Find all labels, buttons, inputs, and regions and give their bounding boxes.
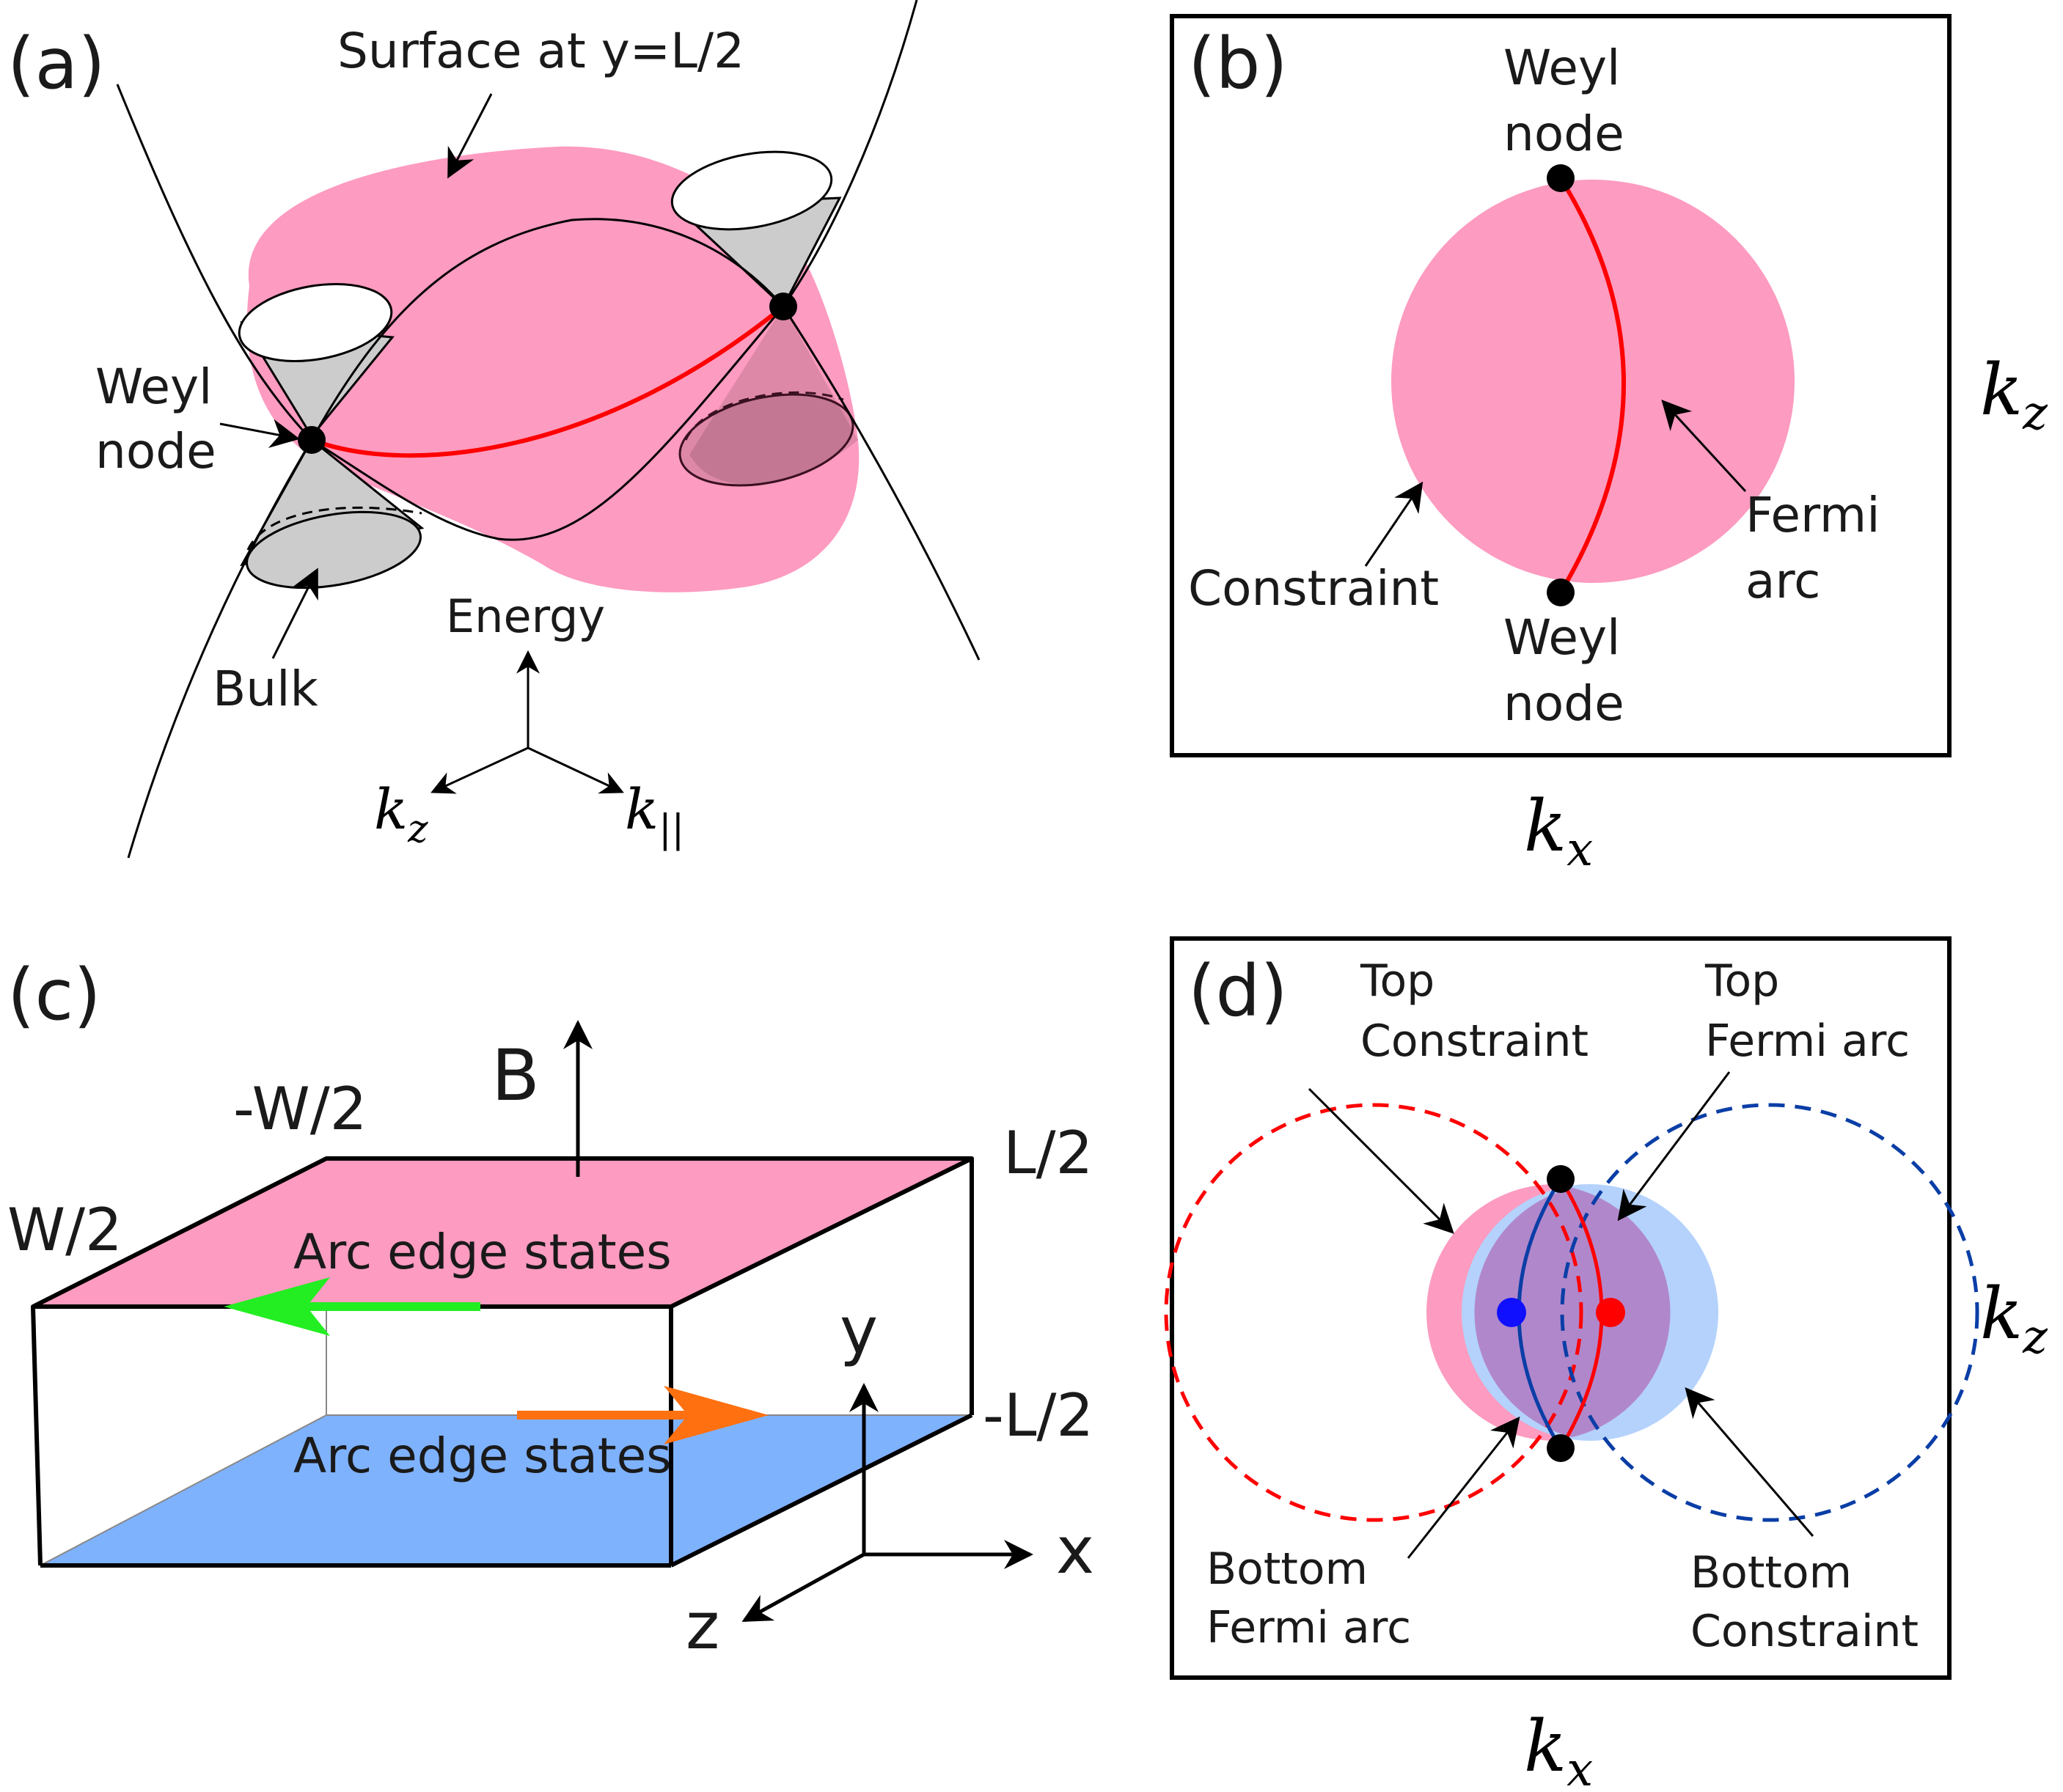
bulk-arrow [271, 568, 318, 659]
weyl-node-bottom-d [1547, 1434, 1575, 1462]
top-constraint-label-2: Constraint [1360, 1016, 1589, 1067]
fermi-arc-arrow-b [1661, 400, 1747, 493]
cone-upper-left [238, 282, 395, 438]
surface-curve-upper [310, 218, 785, 441]
top-dashed-circle [1164, 1103, 1583, 1522]
bottom-face [40, 1415, 972, 1565]
cone-lower-left [240, 438, 425, 590]
fermi-arc-a [310, 304, 785, 458]
bottom-arc-states-label: Arc edge states [293, 1428, 672, 1484]
weyl-node-left [298, 426, 326, 454]
orange-arrow-head [664, 1386, 769, 1444]
surface-label: Surface at y=L/2 [337, 23, 744, 79]
weyl-node-top-b [1547, 164, 1575, 192]
front-left-edge [31, 1306, 43, 1566]
weyl-node-bottom-b [1547, 579, 1575, 606]
kz-axis-label-b: kz [1980, 349, 2048, 441]
green-arrow-head [224, 1277, 330, 1336]
weyl-node-top-d [1547, 1165, 1575, 1193]
energy-axis-label: Energy [446, 590, 605, 643]
weyl-node-label-a1: Weyl [95, 359, 212, 415]
constraint-arrow-b [1364, 481, 1423, 567]
kpar-axis-a [527, 746, 624, 794]
overlap-lens [1474, 1188, 1671, 1437]
b-field-label: B [491, 1035, 540, 1117]
weyl-node-label-a2: node [95, 423, 216, 480]
bottom-constraint-label-2: Constraint [1690, 1606, 1919, 1657]
constraint-disk-b [1391, 180, 1795, 583]
bottom-constraint-arrow [1685, 1387, 1814, 1537]
kz-axis-a [430, 746, 529, 794]
panel-c: (c) B -W/2 W/2 L/2 -L/2 Arc edge states … [7, 954, 1094, 1664]
weyl-node-bottom-label-1: Weyl [1503, 609, 1620, 666]
kz-axis-label-d: kz [1980, 1273, 2048, 1365]
top-arc-arrow [1617, 1071, 1731, 1222]
panel-a: (a) Surfac [7, 0, 981, 859]
top-arc-states-label: Arc edge states [293, 1224, 672, 1280]
right-bottom-edge [670, 1413, 973, 1568]
weyl-node-top-label-1: Weyl [1503, 40, 1620, 96]
panel-d-label: (d) [1188, 950, 1288, 1032]
surface-arrow [447, 93, 493, 179]
top-arc-label-2: Fermi arc [1705, 1016, 1910, 1067]
kx-axis-label-b: kx [1524, 785, 1593, 877]
bottom-arc-label-2: Fermi arc [1206, 1602, 1411, 1653]
weyl-node-arrow [219, 419, 300, 448]
panel-b: (b) Weyl node Weyl node Constraint Fermi… [1170, 14, 2048, 877]
panel-b-label: (b) [1188, 23, 1288, 105]
corner-plus-l: L/2 [1003, 1119, 1093, 1187]
corner-minus-w: -W/2 [233, 1075, 367, 1143]
y-axis-label-c: y [840, 1293, 878, 1368]
panel-d: (d) Top Constraint Top Fermi arc Bottom … [1164, 936, 2048, 1792]
z-axis-label-c: z [686, 1588, 719, 1664]
fermi-arc-label-b2: arc [1745, 553, 1820, 609]
top-constraint-arrow [1308, 1087, 1454, 1234]
cone-lower-right [678, 306, 858, 487]
z-axis-c [741, 1552, 865, 1623]
bulk-label: Bulk [213, 661, 318, 717]
x-axis-label-c: x [1056, 1513, 1094, 1588]
bottom-constraint-label-1: Bottom [1690, 1547, 1852, 1598]
node-blue-d [1497, 1298, 1526, 1327]
top-constraint-label-1: Top [1360, 955, 1434, 1007]
back-edge-left [40, 1414, 327, 1566]
kx-axis-label-d: kx [1524, 1705, 1593, 1792]
constraint-label-b: Constraint [1188, 560, 1439, 617]
panel-a-label: (a) [7, 23, 106, 105]
fermi-arc-b [1558, 177, 1626, 594]
weyl-node-bottom-label-2: node [1503, 675, 1624, 732]
weyl-node-right [769, 293, 797, 320]
kpar-axis-label-a: k|| [625, 776, 684, 851]
top-arc-label-1: Top [1704, 955, 1779, 1007]
cone-upper-right [670, 150, 842, 309]
panel-c-label: (c) [7, 954, 101, 1036]
kz-axis-label-a: kz [374, 776, 428, 851]
corner-plus-w: W/2 [7, 1196, 122, 1264]
bottom-arc-arrow [1407, 1416, 1520, 1559]
surface-curve-lower [311, 306, 785, 541]
node-red-d [1596, 1298, 1625, 1327]
corner-minus-l: -L/2 [983, 1381, 1093, 1450]
bottom-arc-label-1: Bottom [1206, 1543, 1368, 1595]
weyl-node-top-label-2: node [1503, 106, 1624, 162]
fermi-arc-label-b1: Fermi [1745, 487, 1880, 543]
bottom-dashed-circle [1560, 1103, 1979, 1522]
